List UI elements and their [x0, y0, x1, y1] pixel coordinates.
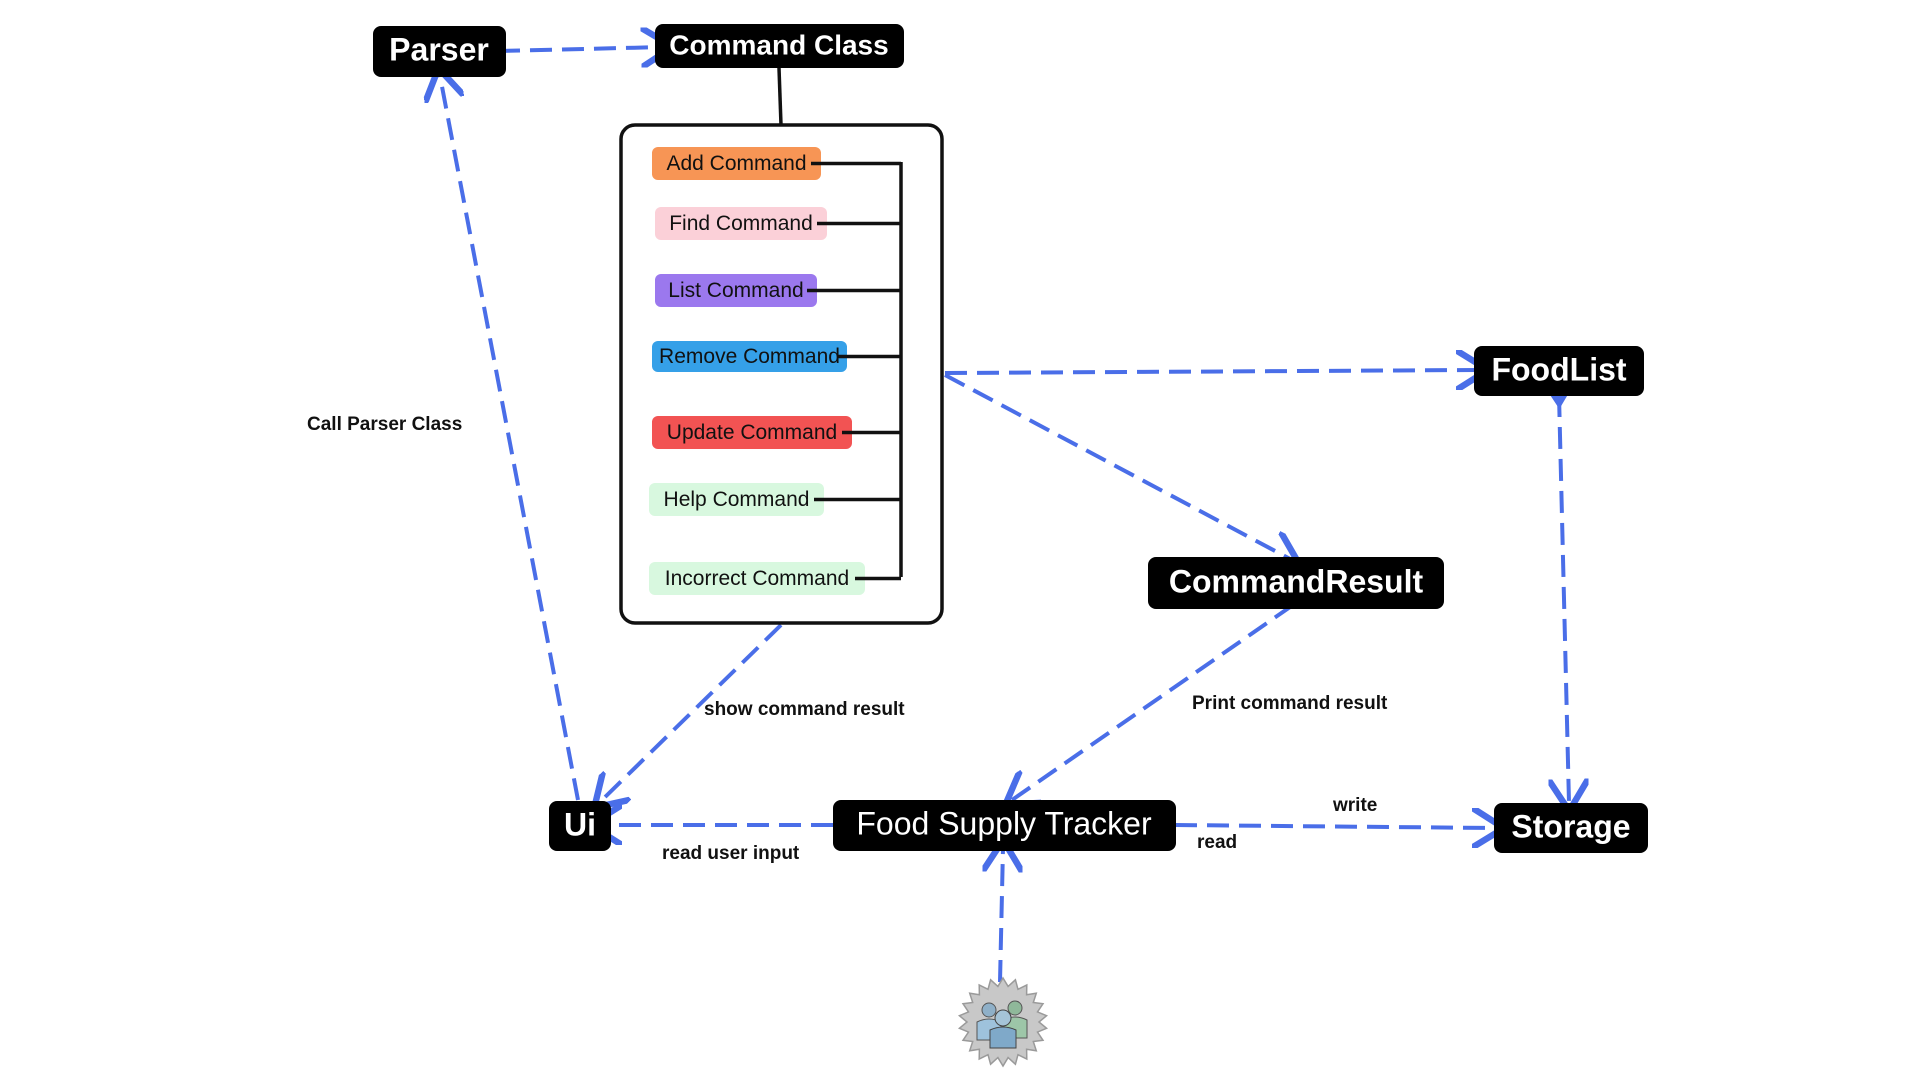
users-group-icon [957, 976, 1049, 1068]
node-storage-label: Storage [1511, 808, 1630, 844]
node-command-class[interactable]: Command Class [655, 24, 904, 68]
connectors [440, 47, 1569, 983]
edge-commands-to-ui [600, 623, 783, 802]
command-item[interactable]: List Command [655, 274, 901, 307]
label-write: write [1332, 795, 1377, 816]
command-label: Remove Command [659, 345, 840, 368]
command-label: Add Command [666, 152, 806, 175]
node-parser[interactable]: Parser [373, 26, 506, 77]
edge-tracker-to-storage [1174, 825, 1496, 828]
node-food-supply-tracker-label: Food Supply Tracker [856, 805, 1152, 841]
edge-ui-to-parser [440, 76, 580, 801]
command-label: List Command [668, 279, 803, 302]
node-ui[interactable]: Ui [549, 801, 611, 851]
command-pill [655, 207, 827, 240]
node-storage[interactable]: Storage [1494, 803, 1648, 853]
node-ui-label: Ui [564, 806, 596, 842]
command-item[interactable]: Find Command [655, 207, 901, 240]
edge-commandresult-to-tracker [1012, 603, 1295, 800]
node-command-result-label: CommandResult [1169, 563, 1424, 599]
edge-parser-to-command-class [497, 47, 665, 51]
label-show-result: show command result [704, 699, 905, 720]
edge-user-to-tracker [1000, 848, 1003, 983]
command-pill [655, 274, 817, 307]
edge-commands-to-foodlist [944, 370, 1480, 373]
command-pill [652, 341, 847, 372]
command-item[interactable]: Update Command [652, 416, 901, 449]
command-pill [652, 147, 821, 180]
command-item[interactable]: Add Command [652, 147, 901, 180]
node-command-class-label: Command Class [669, 29, 888, 60]
command-label: Find Command [669, 212, 813, 235]
node-parser-label: Parser [389, 31, 489, 67]
command-label: Update Command [667, 421, 837, 444]
label-call-parser: Call Parser Class [307, 414, 462, 435]
label-read-input: read user input [662, 843, 800, 864]
command-label: Incorrect Command [665, 567, 849, 590]
label-read: read [1197, 832, 1237, 853]
command-pill [649, 562, 865, 595]
command-pill [649, 483, 824, 516]
command-class-stem [777, 67, 783, 126]
command-label: Help Command [664, 488, 810, 511]
edge-foodlist-storage [1559, 395, 1569, 803]
command-pill [652, 416, 852, 449]
commands-container [619, 123, 944, 625]
command-item[interactable]: Help Command [649, 483, 901, 516]
label-print-result: Print command result [1192, 693, 1388, 714]
command-item[interactable]: Remove Command [652, 341, 901, 372]
edge-commands-to-commandresult [944, 373, 1292, 560]
command-item[interactable]: Incorrect Command [649, 562, 901, 595]
node-foodlist[interactable]: FoodList [1474, 346, 1644, 396]
node-command-result[interactable]: CommandResult [1148, 557, 1444, 609]
node-food-supply-tracker[interactable]: Food Supply Tracker [833, 800, 1176, 851]
node-foodlist-label: FoodList [1491, 351, 1626, 387]
